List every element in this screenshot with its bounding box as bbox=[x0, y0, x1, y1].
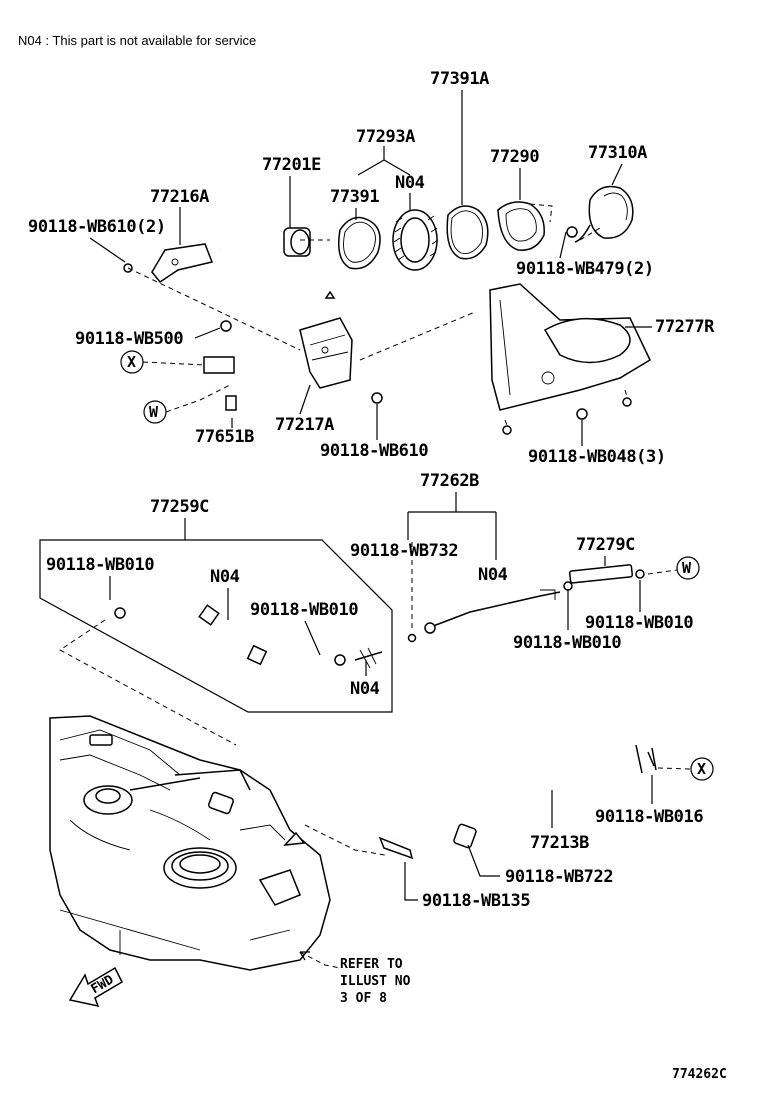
refer-note-line1: REFER TO bbox=[340, 957, 403, 972]
callout-w-mid-label: W bbox=[682, 559, 692, 577]
label-77310A[interactable]: 77310A bbox=[588, 143, 648, 163]
label-77279C[interactable]: 77279C bbox=[576, 535, 635, 555]
inlet-pipe-77213B bbox=[378, 744, 657, 860]
fuel-tank-illustration bbox=[49, 715, 331, 971]
gasket-77391 bbox=[338, 216, 381, 270]
label-wb135[interactable]: 90118-WB135 bbox=[422, 891, 531, 911]
label-77259C[interactable]: 77259C bbox=[150, 497, 209, 517]
label-77293A[interactable]: 77293A bbox=[356, 127, 416, 147]
callout-x-bottom-label: X bbox=[697, 760, 706, 778]
bracket-77216A bbox=[151, 243, 214, 284]
housing-77290 bbox=[497, 201, 553, 251]
seal-ring bbox=[392, 209, 439, 271]
callout-w-mid bbox=[676, 556, 700, 580]
vent-tube-77262B bbox=[407, 542, 561, 643]
label-wb010-b[interactable]: 90118-WB010 bbox=[250, 600, 359, 620]
label-wb010-d[interactable]: 90118-WB010 bbox=[585, 613, 694, 633]
fwd-arrow-icon: FWD bbox=[68, 966, 123, 1008]
label-77201E[interactable]: 77201E bbox=[262, 155, 322, 175]
bracket-77217A bbox=[299, 290, 353, 389]
tube-77279C bbox=[563, 564, 645, 591]
label-77262B[interactable]: 77262B bbox=[420, 471, 480, 491]
label-n04-connector[interactable]: N04 bbox=[350, 679, 380, 699]
callout-x-top-label: X bbox=[127, 353, 136, 371]
service-note: N04 : This part is not available for ser… bbox=[18, 33, 256, 48]
label-77391[interactable]: 77391 bbox=[330, 187, 380, 207]
splash-shield-77277R bbox=[489, 283, 651, 411]
label-77290[interactable]: 77290 bbox=[490, 147, 540, 167]
refer-note-line2: ILLUST NO bbox=[340, 974, 411, 989]
label-wb500[interactable]: 90118-WB500 bbox=[75, 329, 184, 349]
label-77216A[interactable]: 77216A bbox=[150, 187, 210, 207]
label-n04-seal[interactable]: N04 bbox=[395, 173, 425, 193]
label-wb479-2[interactable]: 90118-WB479(2) bbox=[516, 259, 654, 279]
hose-group-box bbox=[39, 539, 393, 713]
label-77217A[interactable]: 77217A bbox=[275, 415, 335, 435]
label-wb732[interactable]: 90118-WB732 bbox=[350, 541, 459, 561]
label-77651B[interactable]: 77651B bbox=[195, 427, 255, 447]
label-wb010-a[interactable]: 90118-WB010 bbox=[46, 555, 155, 575]
filler-pipe-upper bbox=[203, 227, 311, 374]
label-77391A[interactable]: 77391A bbox=[430, 69, 490, 89]
label-n04-tube[interactable]: N04 bbox=[478, 565, 508, 585]
label-wb010-c[interactable]: 90118-WB010 bbox=[513, 633, 622, 653]
fuel-cap-77310A bbox=[566, 185, 634, 243]
label-wb048-3[interactable]: 90118-WB048(3) bbox=[528, 447, 666, 467]
refer-note-line3: 3 OF 8 bbox=[340, 991, 387, 1006]
label-wb610[interactable]: 90118-WB610 bbox=[320, 441, 429, 461]
label-wb610-2[interactable]: 90118-WB610(2) bbox=[28, 217, 166, 237]
callout-w-top-label: W bbox=[149, 403, 159, 421]
callout-x-bottom bbox=[690, 757, 714, 781]
label-77277R[interactable]: 77277R bbox=[655, 317, 716, 337]
gasket-77391A bbox=[446, 205, 489, 260]
label-77213B[interactable]: 77213B bbox=[530, 833, 590, 853]
vent-hose-77259C bbox=[114, 592, 383, 669]
label-n04-hose[interactable]: N04 bbox=[210, 567, 240, 587]
label-wb016[interactable]: 90118-WB016 bbox=[595, 807, 704, 827]
label-wb722[interactable]: 90118-WB722 bbox=[505, 867, 614, 887]
figure-id: 774262C bbox=[672, 1067, 727, 1082]
